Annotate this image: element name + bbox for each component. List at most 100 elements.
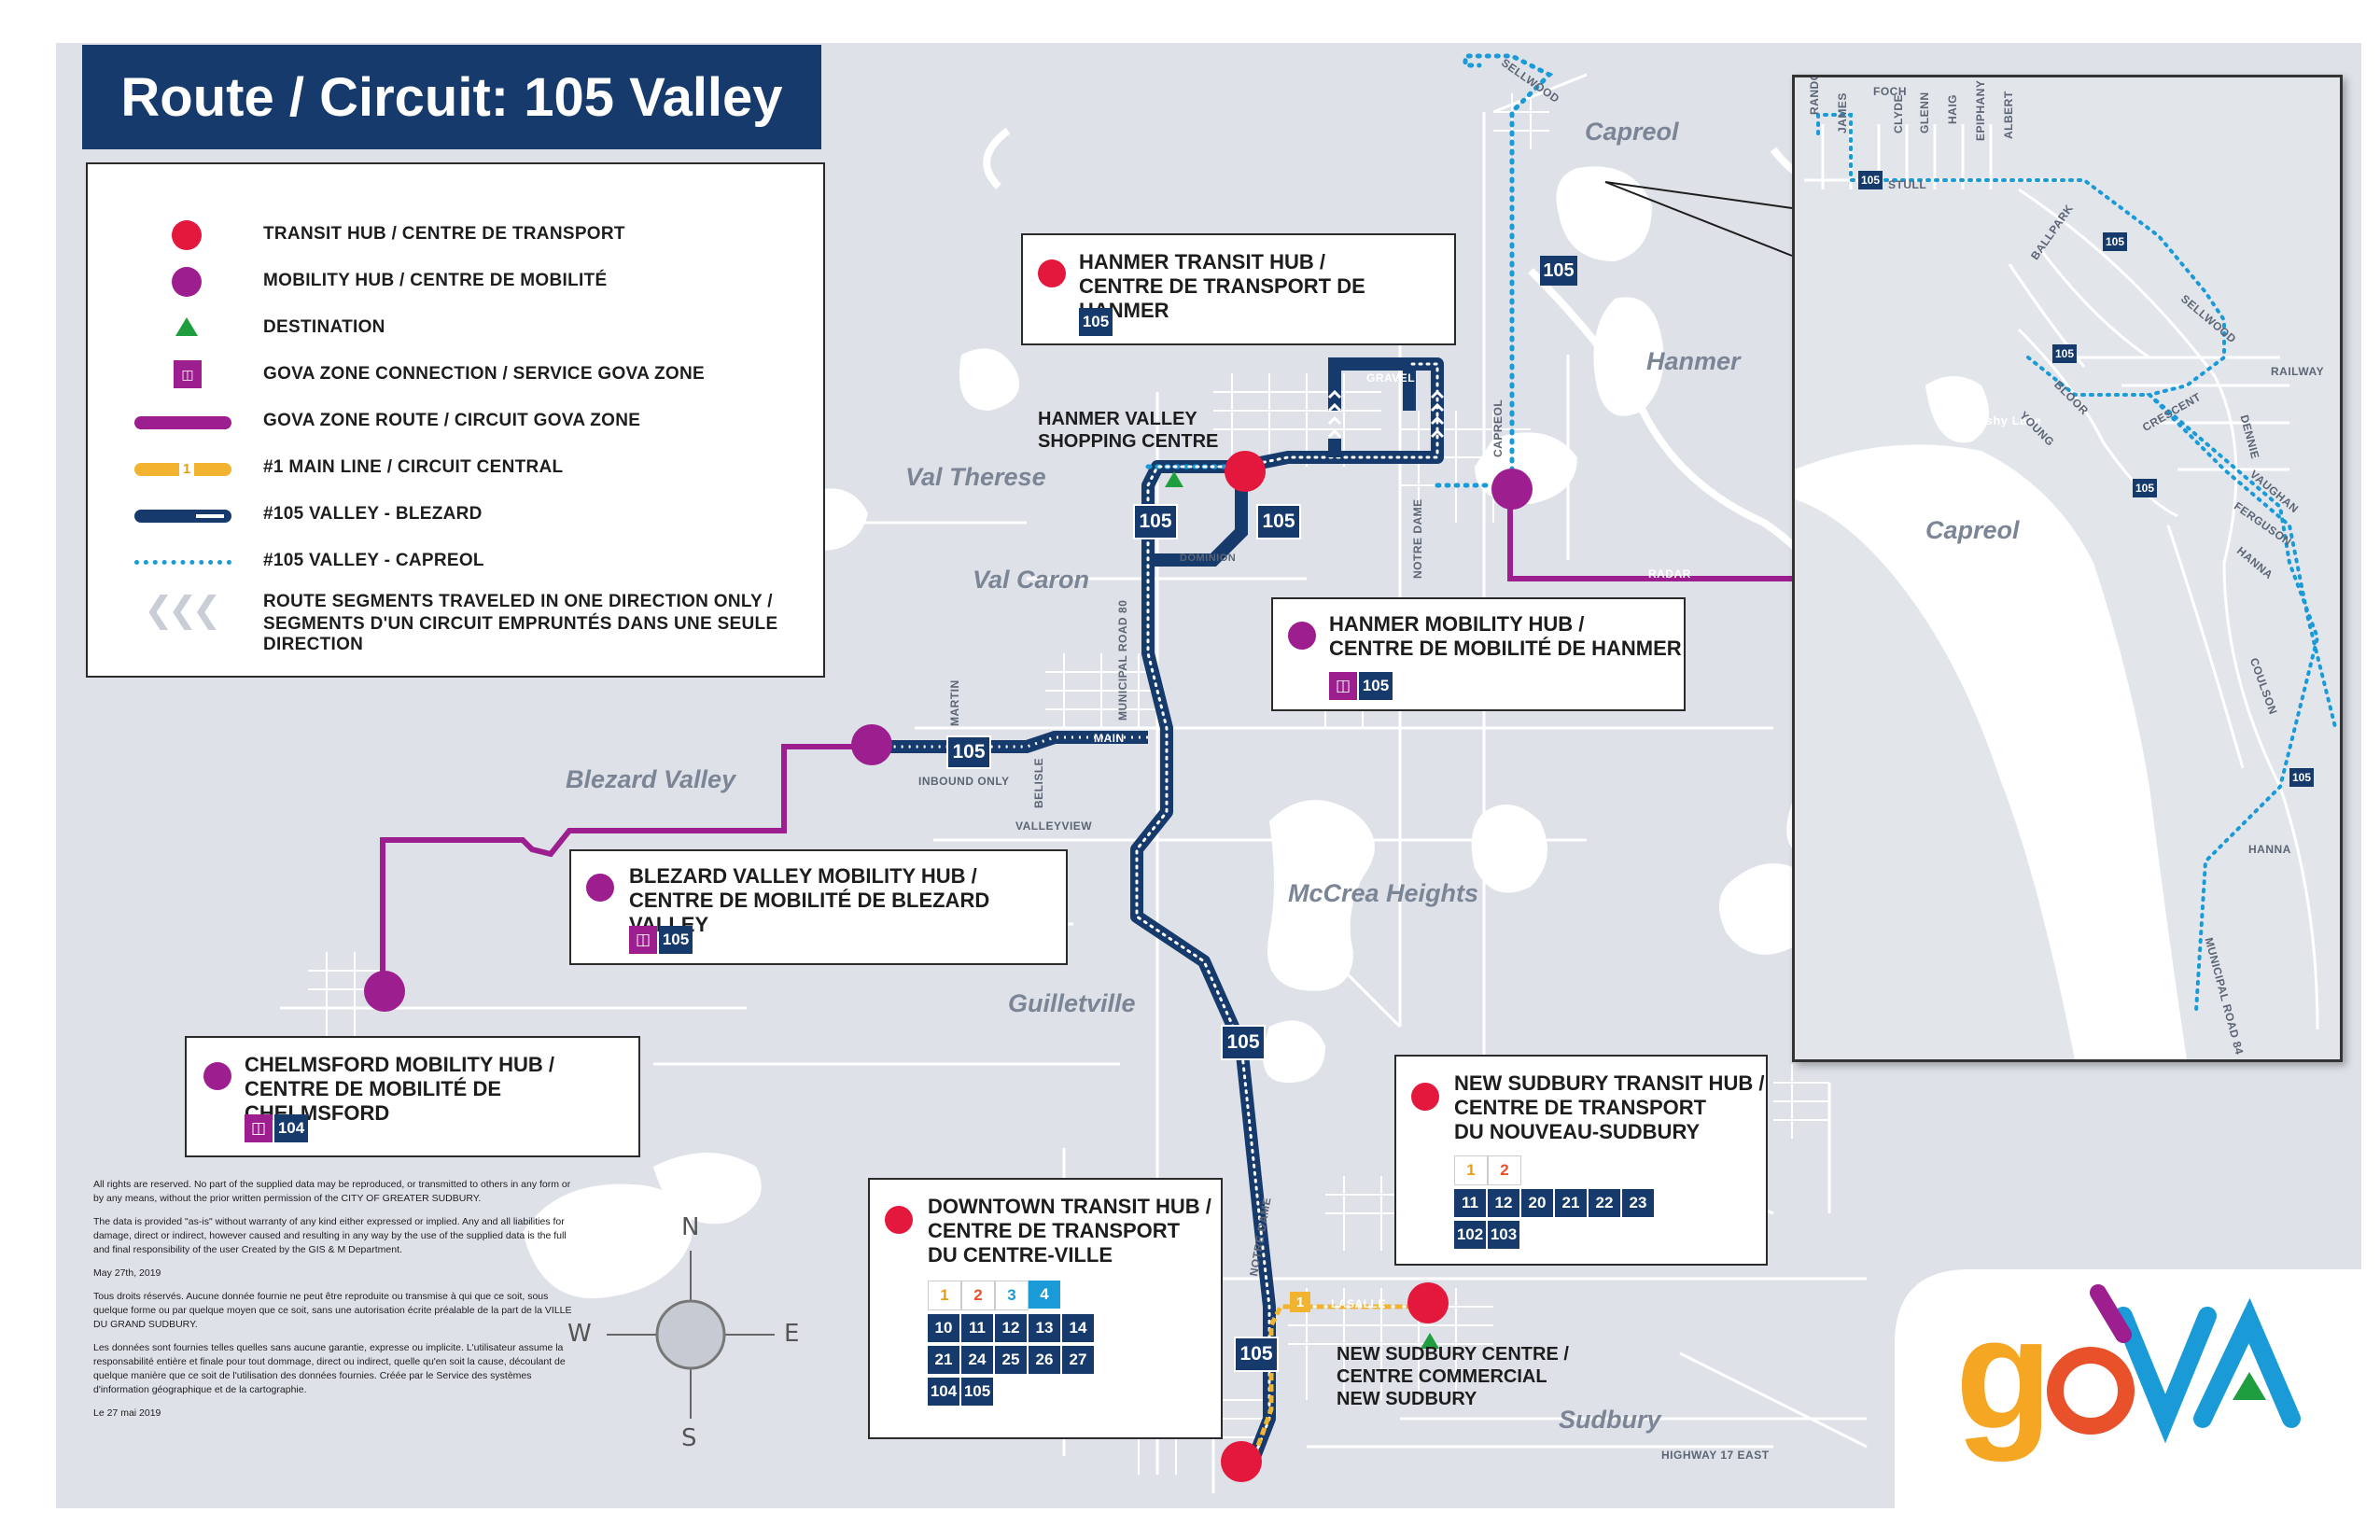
blezard-route-icon [134,495,284,536]
disclaimer-text: All rights are reserved. No part of the … [93,1178,579,1430]
place-label-capreol: Capreol [1585,118,1679,146]
street-label: VALLEYVIEW [1015,819,1093,833]
route-badge[interactable]: 21 [1555,1189,1587,1217]
gova-zone-route-blezard [380,744,868,986]
place-label-blezard-valley: Blezard Valley [566,765,736,793]
route-badge[interactable]: 22 [1589,1189,1620,1217]
hub-title-line1: HANMER TRANSIT HUB / [1079,250,1325,273]
hanmer-transit-hub-marker[interactable] [1225,451,1266,492]
gova-zone-icon: ◫ [1329,672,1357,700]
route-badge-104[interactable]: 104 [274,1114,308,1142]
chelmsford-mobility-hub-box[interactable]: CHELMSFORD MOBILITY HUB / CENTRE DE MOBI… [185,1036,640,1157]
disclaimer-fr-1: Tous droits réservés. Aucune donnée four… [93,1291,572,1330]
route-badge[interactable]: 11 [1454,1189,1486,1217]
hub-title-line2: CENTRE DE TRANSPORT DE HANMER [1079,274,1365,322]
hanmer-mobility-hub-box[interactable]: HANMER MOBILITY HUB / CENTRE DE MOBILITÉ… [1271,597,1686,711]
blezard-mobility-hub-marker[interactable] [851,724,892,765]
new-sudbury-transit-hub-marker[interactable] [1407,1282,1449,1323]
street-label: LASALLE [1331,1297,1386,1310]
street-label: HIGHWAY 17 EAST [1661,1449,1770,1462]
street-label: NOTRE DAME [1411,498,1424,579]
route-badge[interactable]: 27 [1062,1346,1094,1374]
hanmer-valley-destination-marker[interactable] [1165,471,1183,487]
hanmer-mobility-hub-marker[interactable] [1491,469,1533,510]
new-sudbury-centre-destination-marker[interactable] [1421,1333,1439,1349]
route-badge-105[interactable]: 105 [1133,504,1178,539]
street-label: DOMINION [1180,553,1237,564]
route-badge-105[interactable]: 105 [1256,504,1301,539]
street-label: FOCH [1873,85,1907,98]
legend-row-transit-hub: TRANSIT HUB / CENTRE DE TRANSPORT [88,215,816,256]
compass-east: E [784,1320,800,1348]
disclaimer-date-fr: Le 27 mai 2019 [93,1407,161,1419]
route-badge[interactable]: 12 [995,1314,1027,1342]
downtown-transit-hub-marker[interactable] [1221,1441,1262,1482]
route-badge-105[interactable]: 105 [1221,1025,1266,1060]
mobility-hub-icon [203,1062,231,1090]
route-badge[interactable]: 26 [1029,1346,1060,1374]
route-badge-105[interactable]: 105 [1079,308,1113,336]
map-title: Route / Circuit: 105 Valley [82,45,821,149]
disclaimer-fr-2: Les données sont fournies telles quelles… [93,1342,566,1395]
route-badge-105[interactable]: 105 [659,926,693,954]
compass-north: N [681,1213,700,1241]
route-badge[interactable]: 13 [1029,1314,1060,1342]
main-line-badge-3[interactable]: 3 [995,1281,1029,1310]
route-badge[interactable]: 10 [928,1314,959,1342]
place-label-val-caron: Val Caron [973,566,1090,594]
route-badge[interactable]: 102 [1454,1221,1486,1249]
route-badge[interactable]: 104 [928,1378,959,1406]
legend-label: DESTINATION [263,317,385,337]
route-badge[interactable]: 11 [961,1314,993,1342]
route-badge[interactable]: 23 [1622,1189,1654,1217]
new-sudbury-transit-hub-box[interactable]: NEW SUDBURY TRANSIT HUB / CENTRE DE TRAN… [1394,1055,1768,1266]
main-line-badge-1[interactable]: 1 [928,1281,961,1310]
map-markers [364,451,1533,1482]
disclaimer-date-en: May 27th, 2019 [93,1267,161,1279]
legend-row-mobility-hub: MOBILITY HUB / CENTRE DE MOBILITÉ [88,261,816,302]
hanmer-transit-hub-box[interactable]: HANMER TRANSIT HUB / CENTRE DE TRANSPORT… [1021,233,1456,345]
street-label: CLYDE [1892,93,1905,133]
transit-hub-icon [144,215,284,256]
main-line-badge-4[interactable]: 4 [1029,1281,1060,1309]
street-label: RANDOLPH [1808,75,1821,115]
route-105-capreol [1463,53,1554,492]
hub-title-line1: BLEZARD VALLEY MOBILITY HUB / [629,864,977,888]
downtown-transit-hub-box[interactable]: DOWNTOWN TRANSIT HUB / CENTRE DE TRANSPO… [868,1178,1223,1439]
blezard-mobility-hub-box[interactable]: BLEZARD VALLEY MOBILITY HUB / CENTRE DE … [569,849,1068,965]
hub-title-line3: DU NOUVEAU-SUDBURY [1454,1120,1701,1143]
legend-row-main-line: 1 #1 MAIN LINE / CIRCUIT CENTRAL [88,448,816,489]
route-badge-105[interactable]: 105 [946,735,991,769]
place-label-mccrea-heights: McCrea Heights [1288,879,1479,907]
route-badge[interactable]: 25 [995,1346,1027,1374]
route-badge[interactable]: 24 [961,1346,993,1374]
route-badge[interactable]: 21 [928,1346,959,1374]
route-badge-105[interactable]: 105 [2052,344,2077,363]
chelmsford-mobility-hub-marker[interactable] [364,971,405,1012]
capreol-inset-map[interactable]: 105 105 105 105 105 Capreol Marshy Lake … [1792,75,2343,1062]
main-line-badge-1[interactable]: 1 [1290,1292,1310,1312]
route-badge-105[interactable]: 105 [2133,479,2157,497]
main-line-badge-1[interactable]: 1 [1454,1155,1488,1185]
route-badge-105[interactable]: 105 [1540,256,1577,286]
route-badge[interactable]: 103 [1488,1221,1519,1249]
mobility-hub-icon [144,261,284,302]
route-badge-105[interactable]: 105 [1359,672,1393,700]
route-badge[interactable]: 14 [1062,1314,1094,1342]
lake-label: Marshy Lake [1963,413,2042,427]
route-badge-105[interactable]: 105 [1858,171,1883,189]
hub-title-line3: DU CENTRE-VILLE [928,1243,1113,1267]
route-badge[interactable]: 105 [961,1378,993,1406]
main-line-badge-2[interactable]: 2 [1488,1155,1521,1185]
street-label: MUNICIPAL ROAD 80 [1116,599,1129,721]
route-badge[interactable]: 20 [1521,1189,1553,1217]
route-badge-105[interactable]: 105 [2103,232,2127,251]
route-badge[interactable]: 12 [1488,1189,1519,1217]
route-badge-105[interactable]: 105 [2289,768,2314,787]
street-label: GRAVEL [1366,371,1416,385]
destination-label-line3: NEW SUDBURY [1337,1389,1477,1409]
mobility-hub-icon [586,874,614,902]
street-label: CAPREOL [1491,399,1505,457]
route-badge-105[interactable]: 105 [1234,1337,1279,1372]
main-line-badge-2[interactable]: 2 [961,1281,995,1310]
